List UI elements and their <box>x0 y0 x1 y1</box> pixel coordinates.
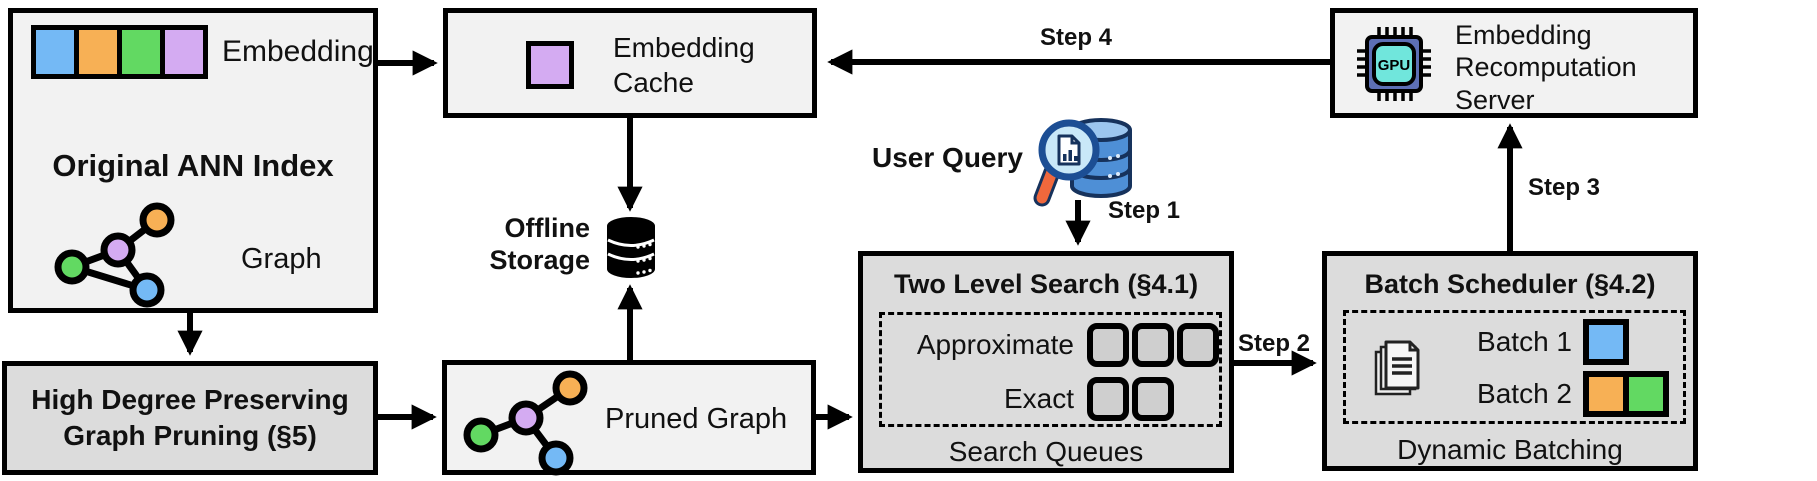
dynamic-batching-panel: Batch 1 Batch 2 <box>1343 310 1686 424</box>
batch-scheduler-title: Batch Scheduler (§4.2) <box>1364 269 1656 299</box>
approximate-queue-1 <box>1087 323 1129 367</box>
two-level-search-box: Two Level Search (§4.1) Approximate Exac… <box>858 251 1234 473</box>
pruned-graph-icon <box>463 370 588 476</box>
recomputation-server-box: GPU Embedding Recomputation Server <box>1330 8 1698 118</box>
step3-label: Step 3 <box>1528 174 1601 201</box>
documents-icon <box>1374 340 1420 396</box>
graph-icon <box>54 202 175 308</box>
embedding-cell-purple <box>165 30 203 74</box>
embedding-cell-green <box>122 30 165 74</box>
approximate-queue-3 <box>1177 323 1219 367</box>
search-queues-caption: Search Queues <box>948 436 1144 467</box>
exact-queue-2 <box>1132 377 1174 421</box>
pruned-graph-box: Pruned Graph <box>442 360 816 476</box>
pruned-graph-label: Pruned Graph <box>605 403 788 435</box>
gpu-icon: GPU <box>1357 27 1431 101</box>
approximate-row: Approximate <box>882 323 1219 367</box>
batch1-row: Batch 1 <box>1346 319 1629 365</box>
batch1-label: Batch 1 <box>1477 326 1572 357</box>
embedding-label: Embedding <box>222 35 374 68</box>
two-level-search-title: Two Level Search (§4.1) <box>893 269 1199 299</box>
exact-queue-1 <box>1087 377 1129 421</box>
step1-label: Step 1 <box>1108 197 1181 224</box>
exact-row: Exact <box>882 377 1174 421</box>
dynamic-batching-caption: Dynamic Batching <box>1397 434 1623 465</box>
original-ann-index-box: Embedding Original ANN Index Graph <box>8 8 378 313</box>
embedding-strip <box>31 25 208 79</box>
batch2-row: Batch 2 <box>1346 371 1669 417</box>
batch2-square-green <box>1623 371 1669 417</box>
embedding-cell-orange <box>79 30 122 74</box>
search-queues-panel: Approximate Exact <box>879 312 1222 427</box>
embedding-cache-box: Embedding Cache <box>443 8 817 118</box>
gpu-text: GPU <box>1378 57 1411 74</box>
exact-label: Exact <box>1003 383 1074 414</box>
batch-scheduler-box: Batch Scheduler (§4.2) Batch 1 Batch 2 D… <box>1322 251 1698 471</box>
embedding-cell-blue <box>36 30 79 74</box>
batch1-square-blue <box>1583 319 1629 365</box>
user-query-label: User Query <box>872 142 1023 173</box>
batch2-label: Batch 2 <box>1477 378 1572 409</box>
graph-pruning-title: High Degree Preserving Graph Pruning (§5… <box>31 383 349 451</box>
recomputation-server-label: Embedding Recomputation Server <box>1455 20 1637 115</box>
step2-label: Step 2 <box>1238 330 1311 357</box>
step4-label: Step 4 <box>1040 24 1113 51</box>
ann-index-title: Original ANN Index <box>52 148 334 183</box>
embedding-cache-label: Embedding Cache <box>613 32 755 98</box>
offline-storage-label: Offline Storage <box>489 213 590 276</box>
graph-pruning-box: High Degree Preserving Graph Pruning (§5… <box>2 361 378 475</box>
embedding-vector: Embedding <box>31 25 374 79</box>
approximate-label: Approximate <box>916 329 1074 360</box>
graph-label: Graph <box>241 243 322 275</box>
offline-storage-icon <box>607 217 655 278</box>
approximate-queue-2 <box>1132 323 1174 367</box>
user-query-icon <box>1033 118 1132 207</box>
cached-embedding-square <box>526 41 574 89</box>
